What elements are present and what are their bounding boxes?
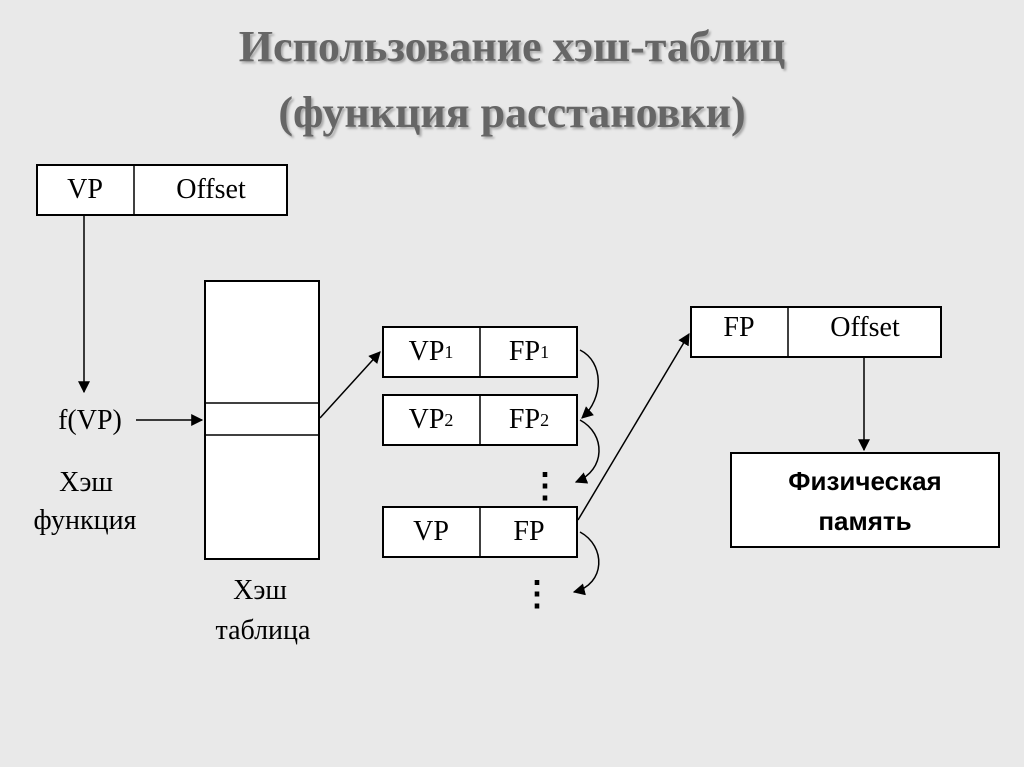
hash-function-call: f(VP): [58, 405, 122, 436]
physical-memory-box: [730, 452, 1000, 548]
physical-memory-line2: память: [818, 506, 912, 536]
table-to-chain-arrow: [319, 351, 381, 419]
va-vp-cell: VP: [67, 174, 103, 205]
fp-to-physical-arrow: [577, 332, 690, 521]
chain-link-1: [579, 349, 599, 419]
pa-offset-cell: Offset: [830, 312, 900, 343]
chain-link-2: [574, 419, 600, 484]
page-title: Использование хэш-таблиц: [238, 22, 786, 71]
page-subtitle: (функция расстановки): [278, 88, 746, 137]
hash-function-label-1: Хэш: [59, 467, 113, 498]
hash-function-label-2: функция: [33, 505, 137, 536]
chain-entry-3-vp: VP: [413, 516, 449, 547]
physical-memory-line1: Физическая: [788, 466, 942, 496]
hash-table-label-1: Хэш: [233, 575, 287, 606]
pa-fp-cell: FP: [723, 312, 755, 343]
va-offset-cell: Offset: [176, 174, 246, 205]
virtual-address-box: [36, 164, 288, 216]
chain-link-3: [572, 531, 600, 596]
chain-entry-3-fp: FP: [513, 516, 545, 547]
physical-address-box: [690, 306, 942, 358]
hash-table: [204, 280, 320, 560]
hash-table-label-2: таблица: [215, 615, 311, 646]
